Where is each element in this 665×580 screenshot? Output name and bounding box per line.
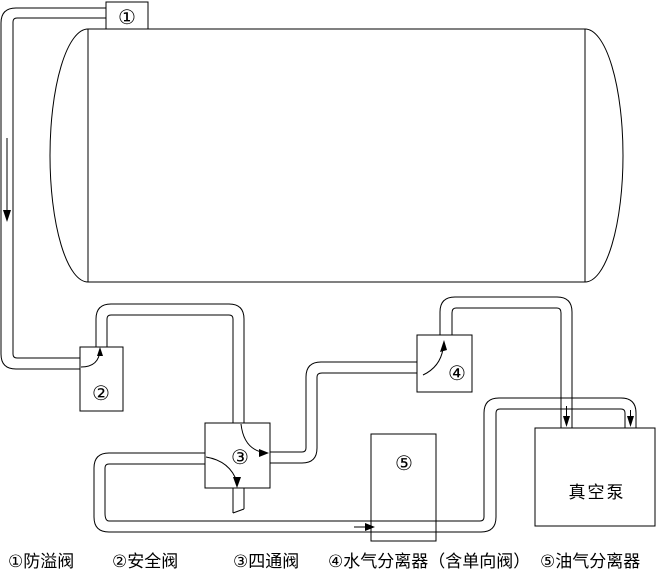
flow-arrow-pump-left-inlet [563,406,570,427]
pipe-d-boundary-2 [270,372,417,464]
separator5-box: ⑤ [370,433,437,542]
valve3-outline [204,422,271,489]
tank-right-cap [584,28,624,283]
pipe-b-outer-line [95,303,245,423]
pipe-valve1-to-valve2 [0,7,106,370]
flow-arrowhead [563,416,570,427]
flow-arrow-down-left-pipe [3,138,11,222]
valve2-flow-arc [80,349,101,368]
separator5-outline [370,433,437,542]
vacuum-pump-outline [534,427,656,527]
valve4-box: ④ [416,334,473,393]
valve4-outline [416,334,473,393]
pipe-valve4-to-valve3 [270,361,417,464]
vacuum-pump-label: 真空泵 [569,483,626,503]
pipe-valve4-to-pump [439,296,573,428]
flow-arrowhead [627,416,634,427]
pipe-valve3-to-pump [93,397,637,533]
legend-item-safety-valve: ②安全阀 [112,552,178,572]
valve3-label: ③ [231,445,249,469]
legend: ①防溢阀 ②安全阀 ③四通阀 ④水气分离器（含单向阀） ⑤油气分离器 [8,552,640,572]
pipe-a-outer-line [0,7,106,370]
stub-end-line [232,508,245,514]
legend-item-four-way-valve: ③四通阀 [233,552,299,572]
valve3-arrowhead-down [233,477,241,488]
valve1-outline [105,1,149,30]
pipe-e-boundary-1 [439,296,573,428]
tank-left-cap [49,28,89,283]
flow-arrowhead [3,210,11,222]
flow-arrow-pump-right-inlet [627,410,634,427]
pipe-a-inner-line [12,17,106,359]
legend-item-oil-gas-separator: ⑤油气分离器 [540,552,640,572]
valve4-flow-arc [422,348,444,376]
valve3-arrowhead-right [259,449,269,457]
tank [49,28,624,283]
pipe-valve2-to-valve3 [95,303,245,423]
flow-arrowhead [365,523,375,531]
valve4-flow-arrowhead [440,340,447,352]
valve3-box: ③ [204,422,271,514]
valve2-outline [79,346,124,412]
valve2-flow-arrowhead [97,347,103,356]
pipe-c-boundary-2 [104,397,637,522]
pipe-d-boundary-1 [270,361,417,453]
valve2-label: ② [92,381,110,405]
pipe-b-inner-line [106,314,234,423]
vacuum-pump-box: 真空泵 [534,427,656,527]
flow-arrow-into-separator5 [354,523,375,531]
valve2-box: ② [79,346,124,412]
legend-item-overflow-valve: ①防溢阀 [8,552,74,572]
separator5-label: ⑤ [395,451,413,475]
legend-item-water-gas-separator: ④水气分离器（含单向阀） [328,552,530,572]
pipe-e-boundary-2 [451,307,562,428]
pipe-c-boundary-1 [93,408,626,533]
valve1-box: ① [105,1,149,30]
valve3-bottom-stub [232,488,245,514]
valve4-label: ④ [448,361,466,385]
valve1-label: ① [118,5,136,29]
